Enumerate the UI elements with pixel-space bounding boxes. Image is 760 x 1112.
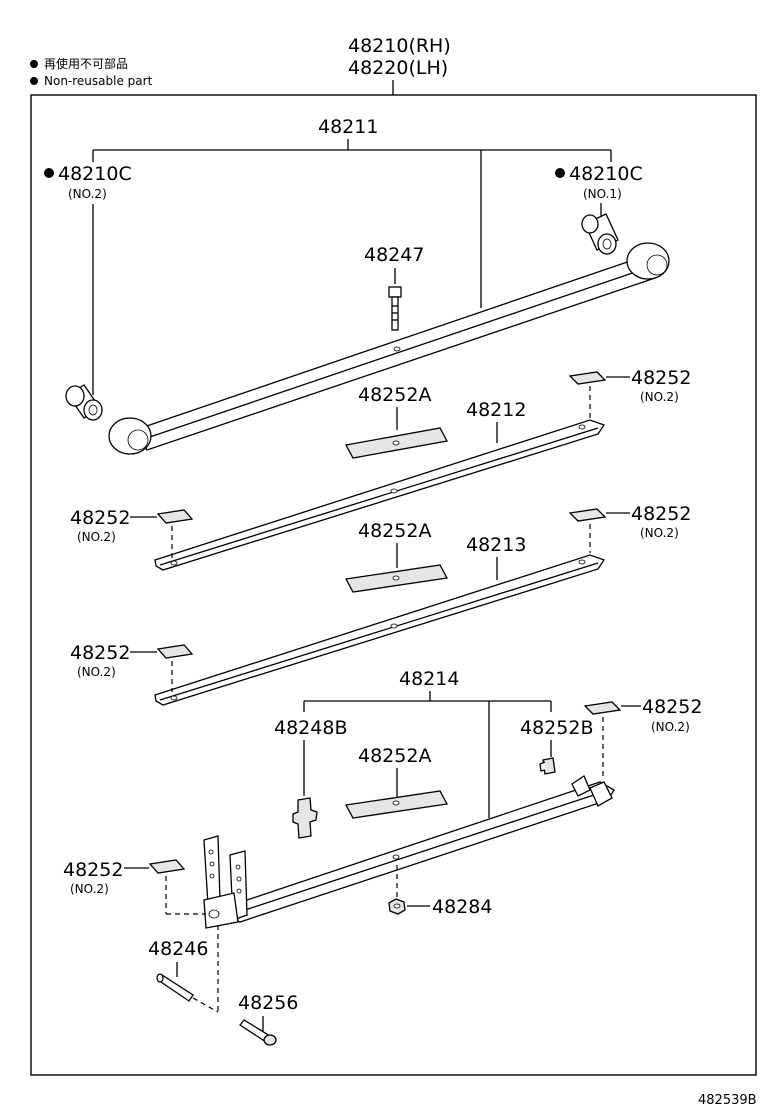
label-48252-l1-sub: (NO.2): [77, 530, 116, 544]
pad-left-3: [148, 859, 186, 874]
label-48252-r1: 48252: [631, 367, 691, 389]
non-reusable-bullet-icon: [555, 168, 565, 178]
assembly-label-lh: 48220(LH): [348, 57, 448, 79]
pad-right-3: [583, 701, 622, 715]
label-48252-l1: 48252: [70, 507, 130, 529]
label-48252-l2-sub: (NO.2): [77, 665, 116, 679]
legend-english: Non-reusable part: [44, 74, 153, 88]
label-48252-r2: 48252: [631, 503, 691, 525]
nut-48284: [388, 898, 406, 915]
legend-bullet-icon: [30, 60, 38, 68]
label-48246: 48246: [148, 938, 208, 960]
label-48210c-left: 48210C: [58, 163, 132, 185]
label-48210c-right: 48210C: [569, 163, 643, 185]
bolt-48256: [239, 1019, 277, 1046]
label-48252-r2-sub: (NO.2): [640, 526, 679, 540]
label-48213: 48213: [466, 534, 526, 556]
label-48252-l2: 48252: [70, 642, 130, 664]
non-reusable-bullet-icon: [44, 168, 54, 178]
pad-right-1: [568, 371, 607, 385]
leaf-48214: [203, 775, 615, 929]
main-leaf-48211: [108, 242, 670, 455]
liner-1: [345, 427, 448, 459]
label-48252a-3: 48252A: [358, 745, 431, 767]
liner-3: [344, 790, 449, 819]
label-48252-r3: 48252: [642, 696, 702, 718]
label-48211: 48211: [318, 116, 378, 138]
label-48212: 48212: [466, 399, 526, 421]
legend-japanese: 再使用不可部品: [44, 56, 128, 71]
diagram-frame: [30, 94, 757, 1076]
figure-code: 482539B: [698, 1093, 757, 1108]
leaf-48213: [154, 554, 606, 706]
clip-48248b: [292, 797, 318, 839]
bushing-no2: [65, 384, 103, 421]
legend-bullet-icon: [30, 77, 38, 85]
liner-2: [344, 564, 449, 593]
bushing-no1: [581, 213, 619, 255]
label-48214: 48214: [399, 668, 459, 690]
label-48252-r1-sub: (NO.2): [640, 390, 679, 404]
label-48256: 48256: [238, 992, 298, 1014]
label-48210c-right-sub: (NO.1): [583, 187, 622, 201]
label-48284: 48284: [432, 896, 492, 918]
label-48252a-1: 48252A: [358, 384, 431, 406]
pad-right-2: [568, 508, 607, 522]
label-48252b: 48252B: [520, 717, 593, 739]
pin-48246: [156, 973, 194, 1002]
pad-48252b: [539, 757, 556, 775]
label-48252-r3-sub: (NO.2): [651, 720, 690, 734]
label-48247: 48247: [364, 244, 424, 266]
center-bolt: [388, 286, 402, 331]
label-48252a-2: 48252A: [358, 520, 431, 542]
label-48248b: 48248B: [274, 717, 347, 739]
label-48210c-left-sub: (NO.2): [68, 187, 107, 201]
assembly-label-rh: 48210(RH): [348, 35, 451, 57]
pad-left-1: [156, 509, 194, 524]
label-48252-l3-sub: (NO.2): [70, 882, 109, 896]
label-48252-l3: 48252: [63, 859, 123, 881]
leaf-48212: [154, 419, 606, 571]
pad-left-2: [156, 644, 194, 659]
